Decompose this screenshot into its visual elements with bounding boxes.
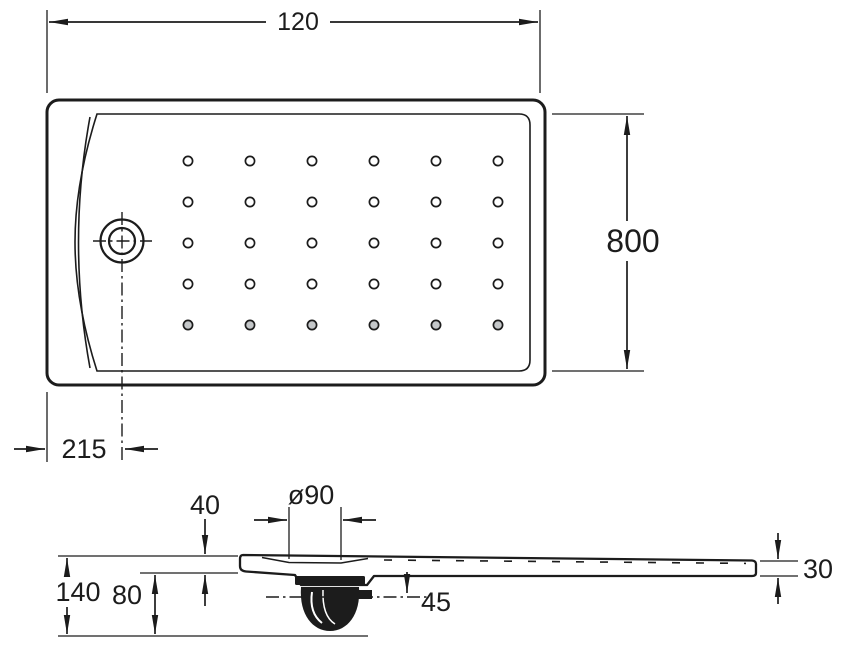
anti-slip-dot — [244, 319, 256, 331]
anti-slip-dot — [182, 237, 194, 249]
dim-edge-height: 30 — [760, 533, 833, 604]
dim-total-height: 140 — [52, 558, 104, 634]
anti-slip-dot — [306, 237, 318, 249]
anti-slip-dot — [492, 319, 504, 331]
anti-slip-dot — [430, 196, 442, 208]
label-backing — [266, 6, 330, 38]
drain-trap — [266, 576, 432, 631]
dim-rim-height: 40 — [190, 490, 220, 606]
tray-left-curve — [77, 116, 91, 369]
anti-slip-dot — [430, 155, 442, 167]
dim-width-label: 120 — [277, 8, 319, 36]
side-view: 40 ø90 140 80 45 — [52, 480, 833, 637]
anti-slip-dot — [244, 155, 256, 167]
dim-outlet-center: 45 — [403, 572, 451, 617]
anti-slip-dot-grid — [182, 155, 504, 331]
top-view: 120 800 215 — [14, 6, 667, 464]
label-backing — [599, 221, 667, 261]
dim-drain-offset: 215 — [14, 392, 158, 464]
tray-inner-outline — [74, 113, 531, 372]
anti-slip-dot — [492, 237, 504, 249]
anti-slip-dot — [368, 319, 380, 331]
dim-edge-height-label: 30 — [803, 554, 833, 584]
anti-slip-dot — [368, 155, 380, 167]
dim-outlet-center-label: 45 — [421, 587, 451, 617]
anti-slip-dot — [492, 196, 504, 208]
drain — [93, 212, 152, 462]
anti-slip-dot — [492, 155, 504, 167]
trap-flange — [295, 576, 365, 585]
anti-slip-dot — [368, 196, 380, 208]
trap-highlight — [322, 589, 336, 625]
dim-drain-offset-label: 215 — [61, 434, 106, 464]
anti-slip-dot — [306, 196, 318, 208]
dim-depth-label: 800 — [606, 223, 659, 259]
anti-slip-dot — [244, 237, 256, 249]
dim-width: 120 — [46, 6, 541, 93]
anti-slip-dot — [182, 196, 194, 208]
anti-slip-dot — [306, 278, 318, 290]
anti-slip-dot — [306, 319, 318, 331]
anti-slip-dot — [430, 319, 442, 331]
dim-trap-height: 80 — [112, 575, 159, 634]
tray-outer-outline — [45, 98, 547, 387]
drain-recess — [261, 556, 369, 564]
trap-highlight — [310, 591, 323, 624]
anti-slip-dot — [182, 319, 194, 331]
anti-slip-dot — [182, 155, 194, 167]
anti-slip-dot — [368, 278, 380, 290]
dim-rim-height-label: 40 — [190, 490, 220, 520]
dim-drain-diameter: ø90 — [254, 480, 376, 560]
dim-drain-diameter-label: ø90 — [288, 480, 335, 510]
anti-slip-dot — [492, 278, 504, 290]
anti-slip-dot — [306, 155, 318, 167]
label-backing — [52, 577, 104, 607]
anti-slip-dot — [244, 278, 256, 290]
anti-slip-dot — [368, 237, 380, 249]
dim-depth: 800 — [552, 113, 667, 372]
anti-slip-dot — [430, 237, 442, 249]
dim-total-height-label: 140 — [55, 577, 100, 607]
dim-trap-height-label: 80 — [112, 580, 142, 610]
trap-body — [300, 587, 360, 631]
anti-slip-dot — [244, 196, 256, 208]
anti-slip-dot — [430, 278, 442, 290]
anti-slip-dot — [182, 278, 194, 290]
trap-outlet — [356, 590, 372, 599]
